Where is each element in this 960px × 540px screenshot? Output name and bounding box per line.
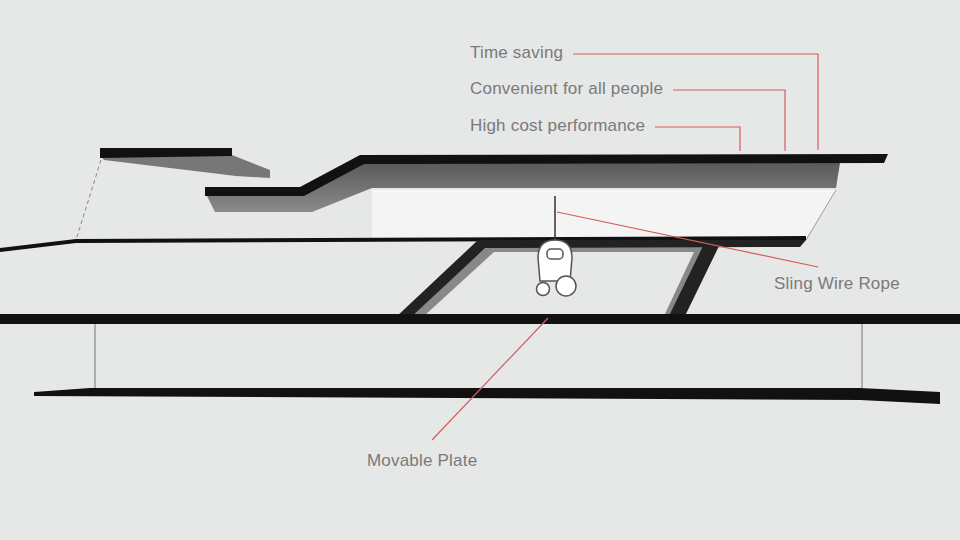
callout-label: Movable Plate [367,451,477,471]
leader-line [673,90,785,151]
capsule-wheel-large [556,276,576,296]
support-right [862,324,863,388]
base-slab [34,388,940,404]
movable-plate [0,314,960,324]
roof-grey-underside [100,155,270,178]
leader-line [432,318,548,440]
capsule-window [547,249,563,259]
callout-label: High cost performance [470,116,645,136]
leader-line [655,127,740,151]
frame-right-leg [668,244,720,318]
frame-left-leg [395,240,494,318]
frame-shadow [410,246,708,316]
cabin-right-edge [806,190,836,240]
frame-top-bar [478,240,806,248]
leader-line [573,54,818,150]
capsule-wheel-small [537,283,550,296]
leader-line [557,212,818,267]
roof-seam [372,190,836,192]
sling-wire [554,196,556,240]
support-left [95,324,96,388]
roof-main-slab [205,154,888,196]
callout-label: Sling Wire Rope [774,274,900,294]
callout-label: Convenient for all people [470,79,663,99]
cabin-panel [372,192,836,242]
capsule-body [538,240,572,281]
callout-label: Time saving [470,43,563,63]
roof-left-slab [100,148,232,158]
dashed-edge [76,160,101,240]
